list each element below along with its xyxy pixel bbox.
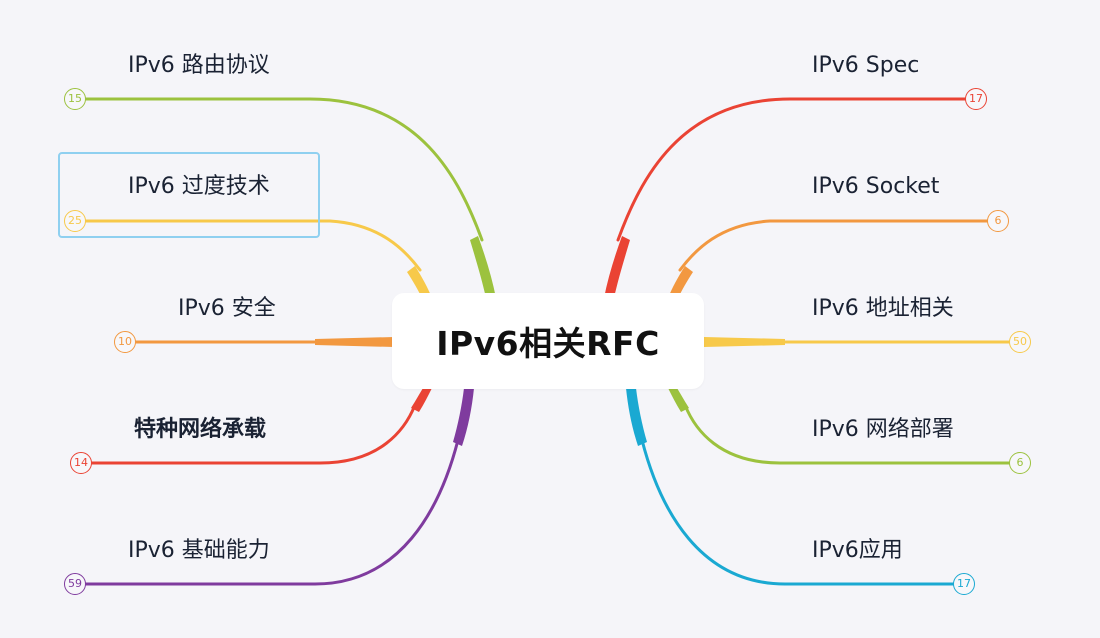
connector-application [640, 438, 955, 586]
branch-routing-protocol[interactable]: IPv6 路由协议 [128, 53, 270, 78]
count-badge-basic-capability[interactable]: 59 [64, 573, 86, 595]
connector-basic-capability [84, 438, 460, 586]
trunk-deployment [668, 388, 689, 412]
count-badge-address[interactable]: 50 [1009, 331, 1031, 353]
connector-socket [678, 219, 989, 272]
connector-deployment [683, 403, 1011, 465]
connector-special-network [90, 403, 417, 465]
trunk-basic-capability [453, 388, 474, 446]
count-badge-spec[interactable]: 17 [965, 88, 987, 110]
branch-spec[interactable]: IPv6 Spec [812, 53, 920, 78]
branch-address[interactable]: IPv6 地址相关 [812, 296, 954, 321]
count-badge-socket[interactable]: 6 [987, 210, 1009, 232]
count-badge-routing-protocol[interactable]: 15 [64, 88, 86, 110]
trunk-transition-tech [407, 266, 432, 298]
count-badge-application[interactable]: 17 [953, 573, 975, 595]
trunk-special-network [411, 388, 432, 412]
count-badge-security[interactable]: 10 [114, 331, 136, 353]
connector-spec [616, 97, 967, 242]
trunk-application [626, 388, 647, 446]
trunk-security [315, 337, 394, 347]
branch-basic-capability[interactable]: IPv6 基础能力 [128, 538, 270, 563]
trunk-spec [604, 236, 630, 298]
branch-socket[interactable]: IPv6 Socket [812, 174, 940, 199]
trunk-socket [668, 266, 693, 298]
count-badge-transition-tech[interactable]: 25 [64, 210, 86, 232]
central-topic-title: IPv6相关RFC [436, 324, 660, 363]
connector-transition-tech [84, 219, 422, 272]
branch-special-network[interactable]: 特种网络承载 [134, 417, 267, 442]
selection-highlight [58, 152, 320, 238]
count-badge-special-network[interactable]: 14 [70, 452, 92, 474]
branch-transition-tech[interactable]: IPv6 过度技术 [128, 174, 270, 199]
branch-deployment[interactable]: IPv6 网络部署 [812, 417, 954, 442]
trunk-routing-protocol [470, 236, 496, 298]
branch-application[interactable]: IPv6应用 [812, 538, 903, 563]
count-badge-deployment[interactable]: 6 [1009, 452, 1031, 474]
connector-routing-protocol [84, 97, 484, 242]
trunk-address [704, 337, 785, 347]
central-topic[interactable]: IPv6相关RFC [392, 293, 704, 389]
branch-security[interactable]: IPv6 安全 [178, 296, 276, 321]
